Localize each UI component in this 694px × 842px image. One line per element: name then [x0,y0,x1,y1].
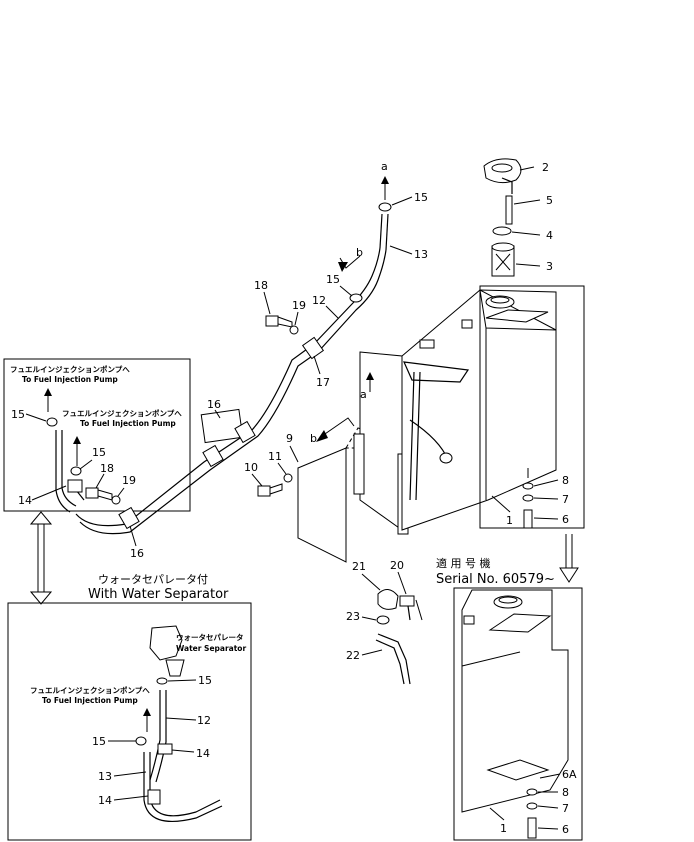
fuel-tank: a [353,289,557,535]
label-1a: 1 [506,514,513,527]
serial-down-arrow [559,534,579,583]
label-6b: 6 [562,823,569,836]
water-sep-label-en: Water Separator [176,644,246,653]
oring-4 [492,226,512,236]
label-13a: 13 [98,770,112,783]
inset-to-pump-en-2: To Fuel Injection Pump [80,419,176,428]
serial-note-jp: 適 用 号 機 [436,556,491,570]
bolt-18-lower [85,487,99,499]
inset-frame [3,358,191,512]
inset-water-separator: ウォータセパレータ付 With Water Separator ウォータセパレー… [7,573,252,841]
label-15d: 15 [92,735,106,748]
label-22: 22 [346,649,360,662]
label-13b: 13 [414,248,428,261]
label-18a: 18 [254,279,268,292]
tank-cap-parts: 2 5 4 3 [483,158,553,277]
bolt-18-upper [265,315,279,327]
drain-parts: 21 20 23 22 [346,559,423,685]
label-7b: 7 [562,802,569,815]
washer-23 [376,615,390,625]
clamp-16-lower [118,506,140,530]
label-17: 17 [316,376,330,389]
inset-to-pump-en: To Fuel Injection Pump [22,375,118,384]
label-7a: 7 [562,493,569,506]
water-sep-label-jp: ウォータセパレータ [176,632,244,642]
label-9: 9 [286,432,293,445]
inset-to-pump-jp-2: フュエルインジェクションポンプへ [62,408,182,418]
label-15b: 15 [92,446,106,459]
label-8a: 8 [562,474,569,487]
mount-bracket-6a [486,759,550,781]
serial-inset: 適 用 号 機 Serial No. 60579~ 6A 8 7 6 1 [436,556,583,841]
label-15c: 15 [198,674,212,687]
label-5: 5 [546,194,553,207]
label-6A: 6A [562,768,577,781]
label-16a: 16 [207,398,221,411]
label-3: 3 [546,260,553,273]
label-10: 10 [244,461,258,474]
label-16b: 16 [130,547,144,560]
water-separator-body [149,625,183,661]
inset-fuel-pump-line: フュエルインジェクションポンプへ To Fuel Injection Pump … [3,358,191,513]
label-12a: 12 [197,714,211,727]
label-20: 20 [390,559,404,572]
bolt-6-lower [527,817,537,839]
water-sep-to-pump-en: To Fuel Injection Pump [42,696,138,705]
water-sep-to-pump-jp: フュエルインジェクションポンプへ [30,685,150,695]
strainer-5 [505,195,513,225]
label-14c: 14 [98,794,112,807]
arrow-a-mid: a [360,388,367,401]
label-15e: 15 [414,191,428,204]
main-fuel-lines: a b [75,160,392,535]
bolt-10 [257,485,271,497]
label-21: 21 [352,560,366,573]
bolt-6 [523,509,533,529]
label-23: 23 [346,610,360,623]
clamp-16-upper [200,408,244,444]
label-15f: 15 [326,273,340,286]
arrow-b-mid: b [310,432,317,445]
valve-20 [399,595,415,607]
label-19b: 19 [122,474,136,487]
clamp-17 [301,336,325,360]
label-12b: 12 [312,294,326,307]
water-sep-title-jp: ウォータセパレータ付 [98,573,208,586]
label-11: 11 [268,450,282,463]
serial-inset-frame [453,587,583,841]
label-18b: 18 [100,462,114,475]
tank-mount-inset: 8 7 6 1 [479,285,585,529]
water-sep-frame [7,602,252,841]
tank-lower [461,589,569,813]
label-1b: 1 [500,822,507,835]
label-15a: 15 [11,408,25,421]
elbow-21 [377,589,399,610]
label-19a: 19 [292,299,306,312]
inset-link-arrow [29,511,53,605]
serial-note-en: Serial No. 60579~ [436,572,555,587]
water-sep-title-en: With Water Separator [88,587,229,602]
main-run-labels: 15 13 15 18 19 12 17 16 18 19 16 10 11 9 [95,191,428,560]
label-8b: 8 [562,786,569,799]
tank-side-panel [359,351,403,531]
label-4: 4 [546,229,553,242]
label-2: 2 [542,161,549,174]
arrow-b-top: b [356,246,363,259]
arrow-a-top: a [381,160,388,173]
label-14b: 14 [196,747,210,760]
inset-to-pump-jp: フュエルインジェクションポンプへ [10,364,130,374]
label-14a: 14 [18,494,32,507]
tank-body [401,289,557,531]
label-6a: 6 [562,513,569,526]
